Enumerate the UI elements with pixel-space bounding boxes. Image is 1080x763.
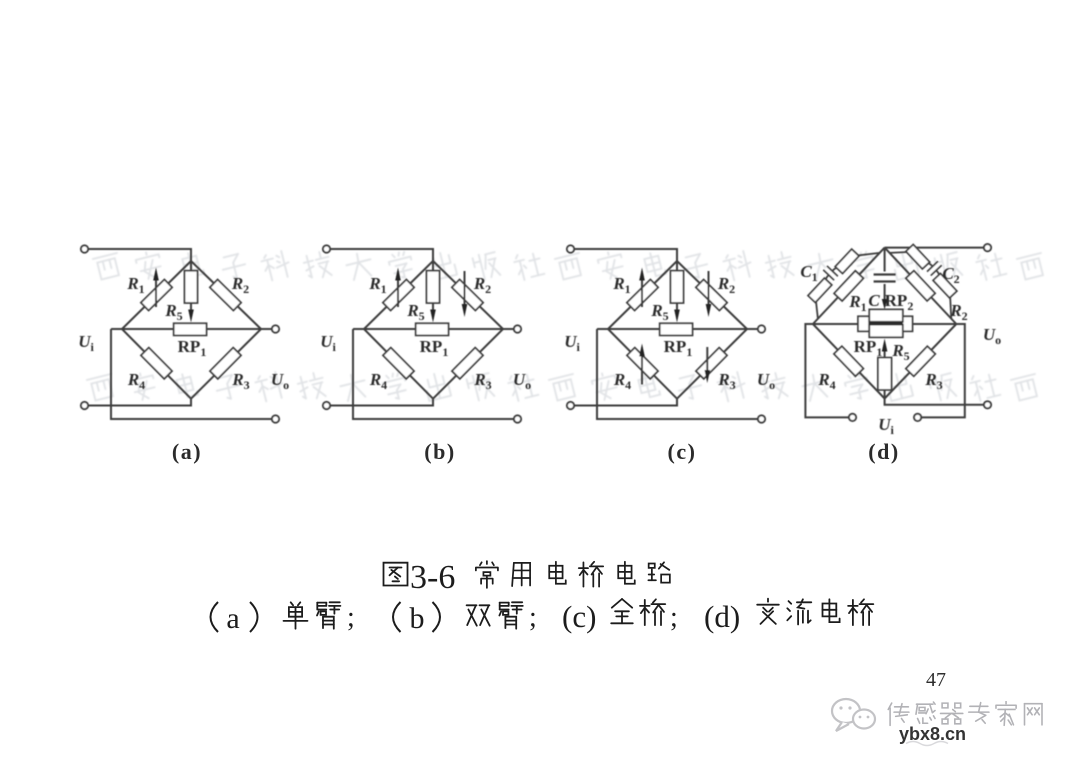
svg-text:RP1: RP1 <box>854 337 883 359</box>
svg-text:(d): (d) <box>704 599 740 634</box>
svg-text:(a): (a) <box>172 439 202 464</box>
svg-text:Ui: Ui <box>878 415 894 437</box>
svg-text:RP2: RP2 <box>885 291 914 313</box>
svg-text:a: a <box>226 602 239 635</box>
svg-text:(b): (b) <box>424 439 455 464</box>
svg-text:(d): (d) <box>868 439 899 464</box>
svg-text:ybx8.cn: ybx8.cn <box>899 724 966 744</box>
svg-text:;: ; <box>347 602 355 633</box>
svg-text:(c): (c) <box>668 439 697 464</box>
svg-text:47: 47 <box>926 669 946 691</box>
svg-text:3-6: 3-6 <box>410 559 455 596</box>
svg-text:b: b <box>410 602 425 635</box>
svg-text:(c): (c) <box>562 599 596 634</box>
svg-text:;: ; <box>529 602 537 633</box>
svg-text:;: ; <box>670 602 678 633</box>
svg-text:C: C <box>868 291 880 310</box>
